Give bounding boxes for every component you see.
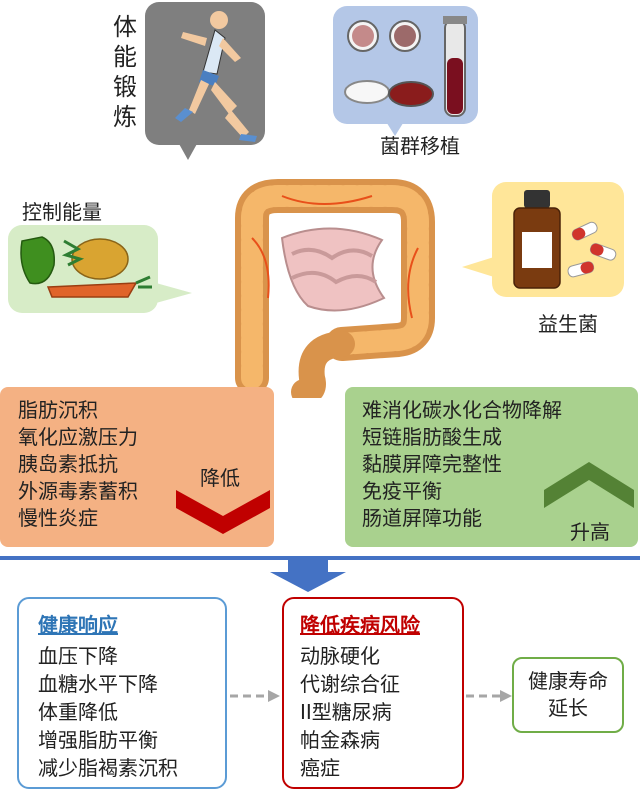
- disease-risk-title: 降低疾病风险: [300, 613, 420, 637]
- disease-risk-list: 动脉硬化 代谢综合征 II型糖尿病 帕金森病 癌症: [300, 642, 400, 782]
- exercise-bubble: [145, 2, 265, 145]
- list-item: 血压下降: [38, 644, 118, 668]
- list-item: 代谢综合征: [300, 672, 400, 696]
- down-arrow-icon: [270, 560, 346, 592]
- list-item: 短链脂肪酸生成: [362, 425, 502, 449]
- list-item: 血糖水平下降: [38, 672, 158, 696]
- list-item: II型糖尿病: [300, 700, 392, 724]
- list-item: 增强脂肪平衡: [38, 728, 158, 752]
- runner-icon: [175, 11, 257, 142]
- list-item: 免疫平衡: [362, 479, 442, 503]
- list-item: 体重降低: [38, 700, 118, 724]
- list-item: 脂肪沉积: [18, 398, 98, 422]
- dashed-arrow-icon: [230, 690, 280, 702]
- list-item: 胰岛素抵抗: [18, 452, 118, 476]
- decrease-label: 降低: [200, 466, 240, 490]
- transplant-bubble: [333, 6, 478, 124]
- health-response-box: [17, 597, 227, 789]
- list-item: 黏膜屏障完整性: [362, 452, 502, 476]
- probiotics-bubble-tail: [462, 257, 494, 277]
- intestine-illustration: [235, 179, 435, 398]
- probiotics-bubble: [492, 182, 624, 297]
- exercise-bubble-tail: [178, 142, 198, 160]
- transplant-bubble-tail: [385, 120, 405, 136]
- list-item: 癌症: [300, 756, 340, 780]
- petri-dish-and-tube-icon: [344, 16, 467, 117]
- list-item: 慢性炎症: [18, 506, 98, 530]
- lifespan-text: 健康寿命延长: [528, 669, 608, 720]
- probiotics-label: 益生菌: [538, 312, 598, 336]
- bottle-and-pills-icon: [513, 190, 617, 289]
- divider-line: [0, 556, 640, 560]
- up-chevron-icon: [544, 462, 634, 508]
- list-item: 动脉硬化: [300, 644, 380, 668]
- list-item: 难消化碳水化合物降解: [362, 398, 562, 422]
- health-response-title: 健康响应: [38, 613, 118, 637]
- dashed-arrow-icon: [466, 690, 512, 702]
- transplant-label: 菌群移植: [380, 134, 460, 158]
- disease-risk-box: [282, 597, 464, 789]
- exercise-label: 体能锻炼: [113, 13, 137, 131]
- increase-list: 难消化碳水化合物降解 短链脂肪酸生成 黏膜屏障完整性 免疫平衡 肠道屏障功能: [362, 397, 562, 532]
- vegetables-icon: [20, 236, 152, 298]
- list-item: 帕金森病: [300, 728, 380, 752]
- increase-label: 升高: [570, 520, 610, 544]
- energy-control-bubble: [8, 225, 158, 313]
- lifespan-box: [512, 657, 624, 733]
- down-chevron-icon: [176, 490, 270, 534]
- health-response-list: 血压下降 血糖水平下降 体重降低 增强脂肪平衡 减少脂褐素沉积: [38, 642, 178, 782]
- list-item: 外源毒素蓄积: [18, 479, 138, 503]
- energy-control-label: 控制能量: [22, 200, 102, 224]
- list-item: 减少脂褐素沉积: [38, 756, 178, 780]
- energy-control-bubble-tail: [156, 283, 192, 303]
- list-item: 氧化应激压力: [18, 425, 138, 449]
- decrease-list: 脂肪沉积 氧化应激压力 胰岛素抵抗 外源毒素蓄积 慢性炎症: [18, 397, 138, 532]
- list-item: 肠道屏障功能: [362, 506, 482, 530]
